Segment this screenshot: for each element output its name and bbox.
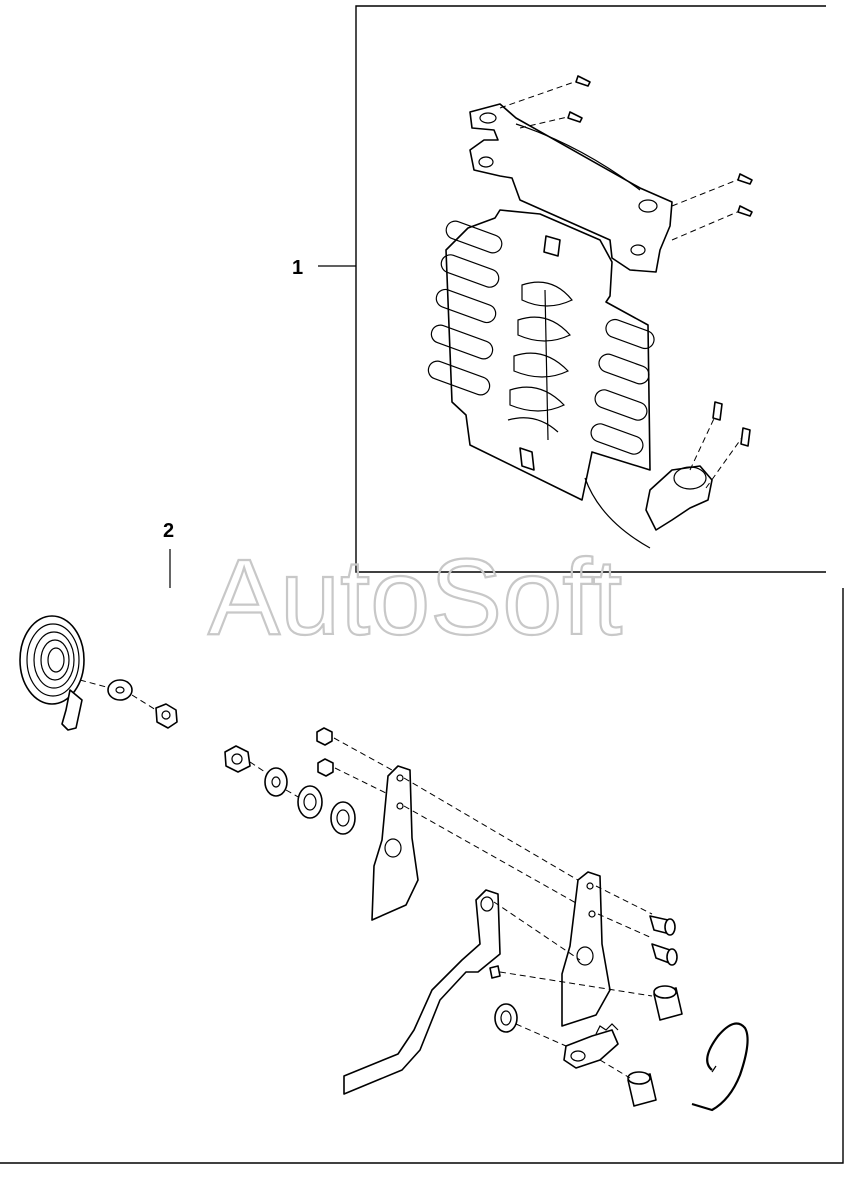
sensor-screw-1 (712, 401, 723, 421)
small-nut-1 (316, 727, 393, 771)
shield-tab-bottom (519, 447, 535, 471)
spring-washer (107, 679, 157, 711)
pin-2 (651, 943, 678, 966)
lever-plate-left (371, 765, 593, 921)
callout-1: 1 (292, 257, 356, 279)
bushing-1 (653, 985, 683, 1021)
shield-louvres-center (507, 281, 573, 441)
pin-1 (649, 915, 676, 936)
bracket-screws (499, 75, 753, 241)
sensor-screw-2 (740, 427, 751, 447)
screw-1 (499, 75, 591, 109)
washer-1 (264, 767, 301, 799)
washer-4 (494, 1003, 567, 1047)
bent-lever (343, 889, 653, 1095)
callout-2-label: 2 (163, 520, 174, 542)
group-2-frame (0, 588, 844, 1164)
bracket-hole-2 (478, 156, 494, 168)
bracket-hole-1 (479, 112, 497, 124)
shield-tab-top (543, 235, 561, 257)
bracket-hole-3 (638, 199, 658, 213)
screw-2 (519, 111, 583, 129)
shield-slots-right (590, 318, 655, 455)
washer-2 (297, 785, 323, 819)
bracket-hole-4 (630, 244, 646, 256)
mounting-bracket (469, 103, 673, 273)
washer-3 (330, 801, 356, 835)
bushing-2 (627, 1071, 657, 1107)
small-nut-2 (317, 758, 393, 797)
small-link (563, 1023, 631, 1079)
watermark: AutoSoft (208, 536, 622, 657)
screw-3 (671, 173, 753, 207)
spring-nut (155, 703, 178, 729)
lever-plate-right (561, 871, 653, 1027)
heat-shield-assembly (427, 75, 753, 549)
coil-spring (19, 615, 111, 731)
callout-1-label: 1 (292, 257, 303, 279)
hairpin-clip (691, 1022, 749, 1112)
group-1-frame (355, 5, 826, 573)
screw-4 (671, 205, 753, 241)
shield-slots-left (427, 220, 503, 396)
callout-2: 2 (163, 520, 174, 588)
linkage-assembly (19, 615, 749, 1112)
temperature-sensor (584, 401, 751, 549)
nut-large (224, 745, 269, 775)
